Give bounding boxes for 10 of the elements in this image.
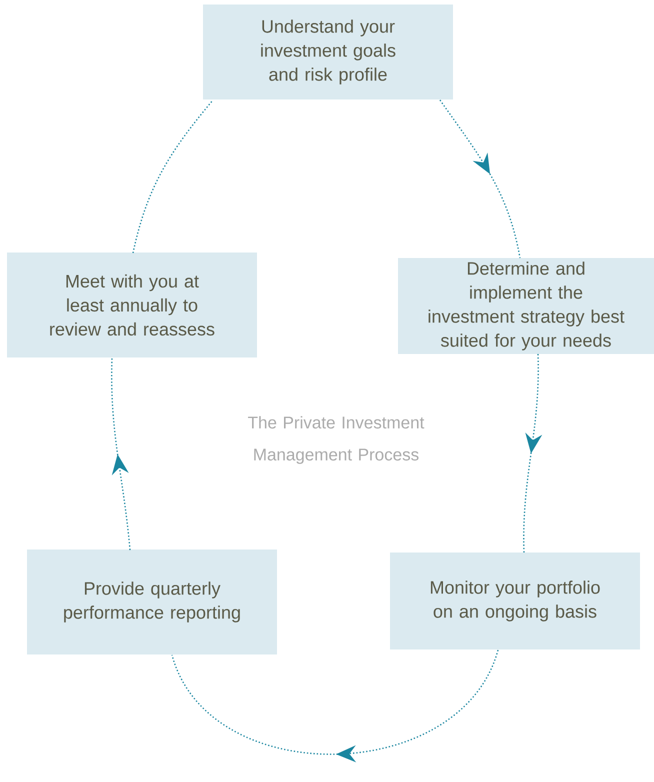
- process-box: Determine and implement the investment strategy best suited for your needs: [398, 258, 654, 354]
- dotted-arrow: [523, 354, 542, 554]
- center-title: The Private Investment Management Process: [248, 416, 424, 464]
- process-box: Monitor your portfolio on an ongoing basis: [390, 552, 640, 650]
- process-box: Understand your investment goals and risk profile: [203, 4, 453, 100]
- dotted-arrow: [439, 100, 521, 258]
- process-box: Provide quarterly performance reporting: [27, 550, 277, 654]
- dotted-arrow: [171, 650, 499, 762]
- process-box: Meet with you at least annually to review and reassess: [7, 252, 257, 358]
- dotted-arrow: [111, 358, 131, 550]
